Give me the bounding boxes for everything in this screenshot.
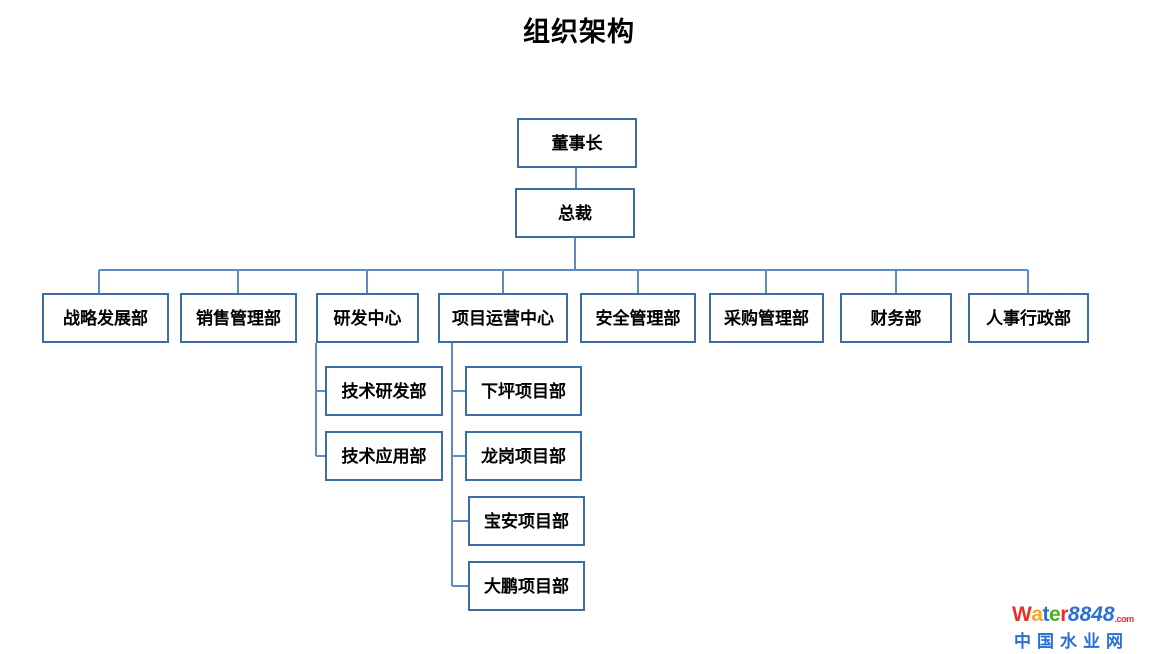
node-safety-management-dept[interactable]: 安全管理部 (580, 293, 696, 343)
watermark-number: 8848 (1067, 603, 1115, 626)
node-sales-management-dept[interactable]: 销售管理部 (180, 293, 297, 343)
node-longgang-project-dept[interactable]: 龙岗项目部 (465, 431, 582, 481)
watermark-letter-w: W (1012, 603, 1032, 626)
node-president[interactable]: 总裁 (515, 188, 635, 238)
node-hr-admin-dept[interactable]: 人事行政部 (968, 293, 1089, 343)
node-technical-application-dept[interactable]: 技术应用部 (325, 431, 443, 481)
watermark-letter-a: a (1031, 603, 1043, 626)
node-dapeng-project-dept[interactable]: 大鹏项目部 (468, 561, 585, 611)
node-chairman[interactable]: 董事长 (517, 118, 637, 168)
node-rd-center[interactable]: 研发中心 (316, 293, 419, 343)
watermark-letter-t: t (1042, 603, 1050, 626)
watermark-tld: .com (1114, 614, 1135, 624)
node-technical-rd-dept[interactable]: 技术研发部 (325, 366, 443, 416)
node-xiaping-project-dept[interactable]: 下坪项目部 (465, 366, 582, 416)
page-title: 组织架构 (523, 17, 635, 47)
watermark-letter-e: e (1049, 603, 1061, 626)
node-finance-dept[interactable]: 财务部 (840, 293, 952, 343)
watermark-chinese-name: 中国水业网 (1014, 632, 1129, 651)
node-baoan-project-dept[interactable]: 宝安项目部 (468, 496, 585, 546)
node-strategy-development-dept[interactable]: 战略发展部 (42, 293, 169, 343)
node-project-operations-center[interactable]: 项目运营中心 (438, 293, 568, 343)
watermark-letter-r: r (1060, 603, 1068, 626)
node-procurement-management-dept[interactable]: 采购管理部 (709, 293, 824, 343)
